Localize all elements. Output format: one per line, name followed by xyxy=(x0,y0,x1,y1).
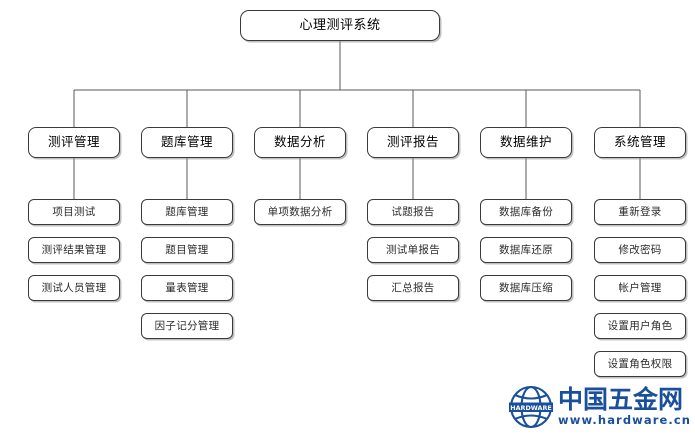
node-leaf[interactable]: 因子记分管理 xyxy=(141,313,233,339)
node-label: 测试单报告 xyxy=(386,243,440,256)
node-leaf[interactable]: 测试人员管理 xyxy=(28,275,120,301)
node-leaf[interactable]: 题目管理 xyxy=(141,237,233,263)
node-leaf[interactable]: 设置角色权限 xyxy=(594,351,686,377)
node-leaf[interactable]: 项目测试 xyxy=(28,199,120,225)
node-leaf[interactable]: 重新登录 xyxy=(594,199,686,225)
node-label: 系统管理 xyxy=(613,134,666,150)
node-label: 题库管理 xyxy=(165,205,209,218)
node-label: 汇总报告 xyxy=(391,281,435,294)
node-label: 帐户管理 xyxy=(618,281,662,294)
node-leaf[interactable]: 量表管理 xyxy=(141,275,233,301)
node-label: 试题报告 xyxy=(391,205,435,218)
node-label: 题目管理 xyxy=(165,243,209,256)
watermark-text: 中国五金网 www.hardware.cn xyxy=(558,387,691,426)
node-leaf[interactable]: 单项数据分析 xyxy=(254,199,346,225)
node-level2-measure-management[interactable]: 测评管理 xyxy=(28,127,120,158)
node-label: 重新登录 xyxy=(618,205,662,218)
node-label: 单项数据分析 xyxy=(267,205,333,218)
node-label: 因子记分管理 xyxy=(154,319,220,332)
node-label: 数据库还原 xyxy=(499,243,553,256)
node-leaf[interactable]: 测试单报告 xyxy=(367,237,459,263)
node-label: 数据库备份 xyxy=(499,205,553,218)
node-label: 数据维护 xyxy=(499,134,552,150)
node-leaf[interactable]: 数据库还原 xyxy=(480,237,572,263)
node-leaf[interactable]: 测评结果管理 xyxy=(28,237,120,263)
node-leaf[interactable]: 数据库备份 xyxy=(480,199,572,225)
node-label: 题库管理 xyxy=(160,134,213,150)
node-label: 设置用户角色 xyxy=(607,319,673,332)
node-leaf[interactable]: 帐户管理 xyxy=(594,275,686,301)
node-level2-assessment-report[interactable]: 测评报告 xyxy=(367,127,459,158)
node-leaf[interactable]: 数据库压缩 xyxy=(480,275,572,301)
node-level2-system-management[interactable]: 系统管理 xyxy=(594,127,686,158)
node-leaf[interactable]: 汇总报告 xyxy=(367,275,459,301)
node-root[interactable]: 心理测评系统 xyxy=(240,10,440,41)
node-label: 设置角色权限 xyxy=(607,357,673,370)
node-leaf[interactable]: 设置用户角色 xyxy=(594,313,686,339)
node-label: 修改密码 xyxy=(618,243,662,256)
watermark-site-name: 中国五金网 xyxy=(558,385,684,415)
watermark-site-url: www.hardware.cn xyxy=(558,412,692,427)
node-label: 项目测试 xyxy=(52,205,96,218)
node-label: 测评报告 xyxy=(386,134,439,150)
watermark: HARDWARE 中国五金网 www.hardware.cn xyxy=(508,382,692,432)
node-label: 测试人员管理 xyxy=(41,281,107,294)
node-label: 量表管理 xyxy=(165,281,209,294)
node-leaf[interactable]: 试题报告 xyxy=(367,199,459,225)
node-leaf[interactable]: 题库管理 xyxy=(141,199,233,225)
globe-badge-text: HARDWARE xyxy=(510,404,552,412)
node-level2-data-maintenance[interactable]: 数据维护 xyxy=(480,127,572,158)
globe-icon: HARDWARE xyxy=(509,385,553,429)
node-level2-question-bank-management[interactable]: 题库管理 xyxy=(141,127,233,158)
node-label: 数据分析 xyxy=(273,134,326,150)
node-label: 数据库压缩 xyxy=(499,281,553,294)
node-root-label: 心理测评系统 xyxy=(299,18,381,33)
node-level2-data-analysis[interactable]: 数据分析 xyxy=(254,127,346,158)
node-leaf[interactable]: 修改密码 xyxy=(594,237,686,263)
node-label: 测评结果管理 xyxy=(41,243,107,256)
node-label: 测评管理 xyxy=(47,134,100,150)
